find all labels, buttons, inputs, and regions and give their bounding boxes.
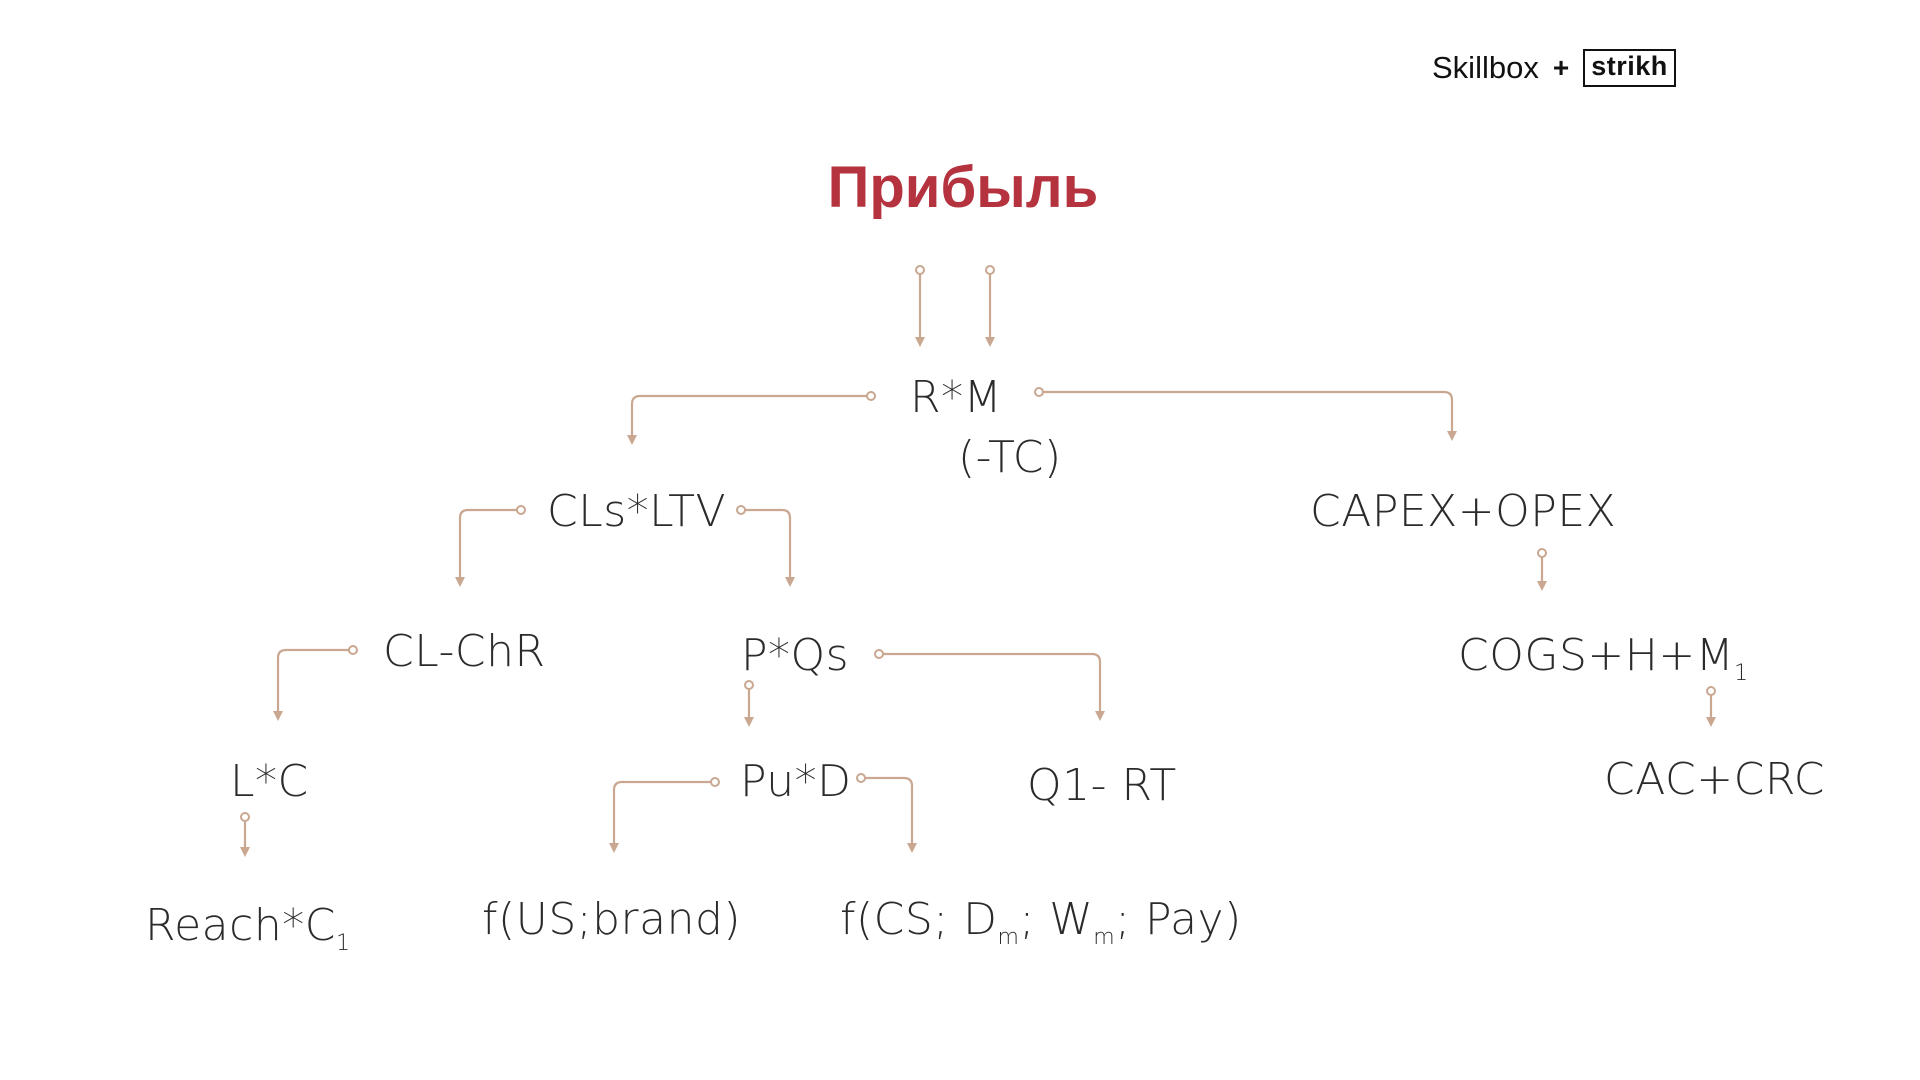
skillbox-wordmark: Skillbox: [1432, 50, 1539, 85]
diagram-title: Прибыль: [827, 155, 1099, 220]
node-tc: (-TC): [958, 432, 1062, 483]
node-f-cs-part2: ; W: [1019, 894, 1094, 945]
brand-logo: Skillbox + strikh: [1432, 48, 1676, 88]
connector-origin-dot: [516, 505, 526, 515]
node-f-cs-part3: ; Pay): [1115, 894, 1242, 945]
connector-origin-dot: [710, 777, 720, 787]
strikh-logo: strikh: [1583, 49, 1676, 87]
node-f-cs-sub1: m: [997, 925, 1020, 950]
node-pqs: P*Qs: [741, 630, 850, 681]
connector-origin-dot: [744, 680, 754, 690]
node-reach-main: Reach*C: [145, 900, 336, 951]
connector-clchr-lc: [273, 648, 350, 721]
connector-rm-cls: [627, 394, 868, 445]
node-cogs-sub: 1: [1734, 661, 1749, 686]
connector-origin-dot: [736, 505, 746, 515]
node-rm: R*M: [910, 372, 1003, 423]
connector-origin-dot: [1537, 548, 1547, 558]
node-capex-opex: CAPEX+OPEX: [1310, 486, 1617, 537]
connector-pud-fus: [609, 780, 712, 853]
node-f-cs: f(CS; Dm; Wm; Pay): [840, 898, 1242, 949]
connector-origin-dot: [1706, 686, 1716, 696]
connector-cls-clchr: [455, 508, 518, 587]
node-pud: Pu*D: [740, 756, 852, 807]
node-lc: L*C: [230, 756, 309, 807]
node-f-cs-sub2: m: [1093, 925, 1116, 950]
connector-origin-dot: [866, 391, 876, 401]
node-reach: Reach*C1: [145, 904, 350, 955]
connector-origin-dot: [856, 773, 866, 783]
connector-origin-dot: [348, 645, 358, 655]
node-cogs: COGS+H+M1: [1458, 634, 1749, 685]
node-f-us-brand: f(US;brand): [482, 894, 742, 945]
node-q1-rt: Q1- RT: [1027, 760, 1177, 811]
node-cl-chr: CL-ChR: [383, 626, 546, 677]
connector-origin-dot: [240, 812, 250, 822]
connector-origin-dot: [985, 265, 995, 275]
connector-cls-pqs: [744, 508, 795, 587]
connector-origin-dot: [1034, 387, 1044, 397]
node-cac-crc: CAC+CRC: [1604, 754, 1825, 805]
connector-pqs-q1rt: [882, 652, 1105, 721]
connector-rm-capex: [1042, 390, 1457, 441]
node-reach-sub: 1: [335, 931, 351, 956]
brand-plus: +: [1552, 52, 1570, 83]
node-f-cs-part1: f(CS; D: [840, 894, 998, 945]
node-cls-ltv: CLs*LTV: [547, 486, 727, 537]
connector-pud-fcs: [864, 776, 917, 853]
connector-origin-dot: [874, 649, 884, 659]
connector-origin-dot: [915, 265, 925, 275]
node-cogs-main: COGS+H+M: [1458, 630, 1735, 681]
